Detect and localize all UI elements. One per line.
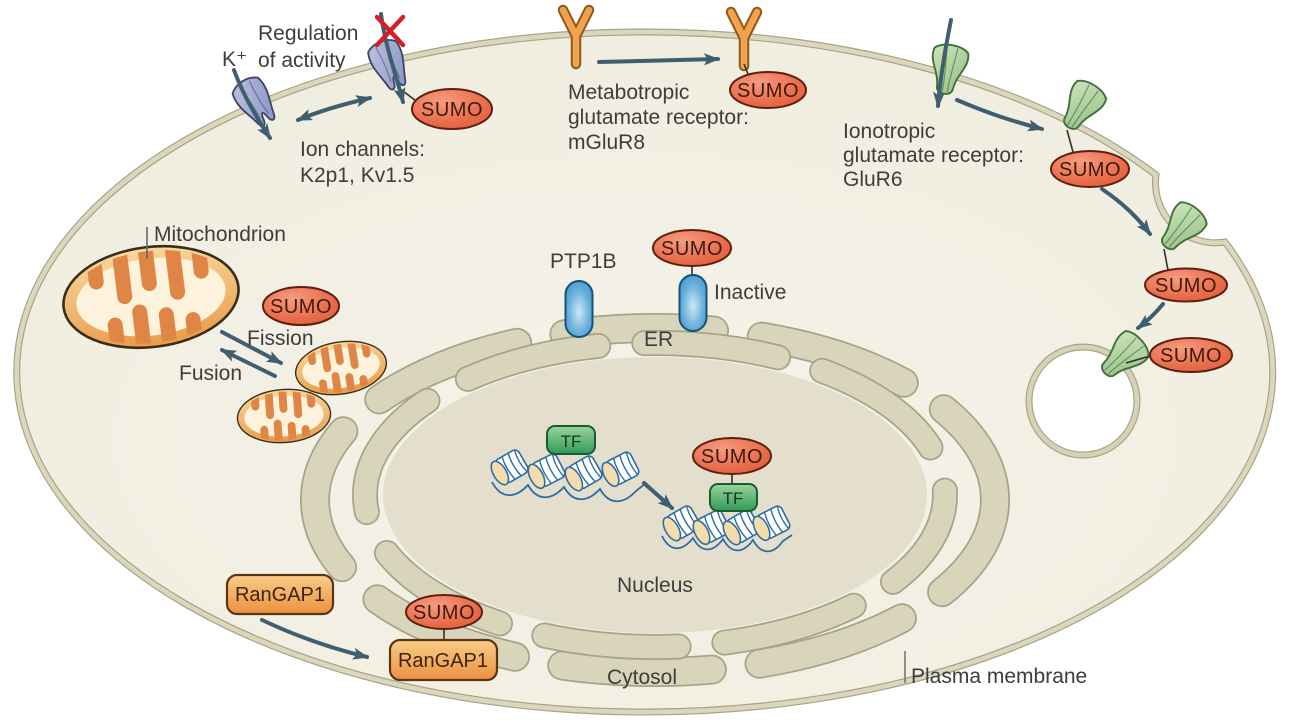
- glur6-sumoylation-arrow: [955, 98, 1044, 132]
- nucleus-label: Nucleus: [617, 574, 693, 597]
- tf-sumoylation-arrow: [642, 481, 674, 510]
- mglur8-label-line2: glutamate receptor:: [568, 106, 749, 129]
- dna-strand: [661, 534, 793, 553]
- sumo-oval-mitochondrion: [262, 286, 340, 326]
- fusion-arrow: [220, 348, 277, 378]
- sumo-oval-ion-channel: [411, 88, 493, 130]
- glur6-endocytosis-arrow: [1136, 302, 1165, 330]
- mglur8-sumoylation-arrow: [597, 53, 720, 66]
- ptp1b-protein-sumoylated: [678, 274, 708, 332]
- transcription-factor-box-sumo: [709, 483, 758, 512]
- red-x-icon: [374, 14, 406, 48]
- sumo-oval-tf: [692, 437, 772, 475]
- ion-channels-label-line2: K2p1, Kv1.5: [300, 164, 414, 187]
- transcription-factor-box: [546, 425, 596, 455]
- sumo-oval-glur6-3: [1149, 337, 1233, 373]
- er-membrane: [301, 314, 1009, 686]
- nuclear-envelope: [353, 331, 957, 659]
- rangap1-label: RanGAP1: [235, 584, 325, 606]
- sumo-glur6-link-1: [1066, 129, 1074, 153]
- k-influx-arrow: [232, 68, 272, 140]
- rangap1-box: [225, 573, 335, 616]
- dna-strand: [491, 481, 647, 503]
- regulation-label-line1: Regulation: [258, 22, 358, 45]
- sumo-glur6-link-2: [1163, 248, 1169, 271]
- arrows: [220, 12, 1165, 660]
- sumo-mglur8-link: [743, 63, 749, 75]
- rangap1-sumoylation-arrow: [260, 618, 369, 660]
- sumo-oval-mglur8: [729, 71, 807, 109]
- potassium-ion-label: K⁺: [222, 48, 247, 71]
- sumo-label: SUMO: [270, 296, 332, 318]
- sumo-label: SUMO: [1160, 345, 1222, 367]
- mglur8-label-line3: mGluR8: [568, 131, 645, 154]
- rangap1-label-sumoylated: RanGAP1: [398, 650, 488, 672]
- sumo-label: SUMO: [737, 80, 799, 102]
- cytosol-label: Cytosol: [607, 666, 677, 689]
- ion-channels-label-line1: Ion channels:: [300, 138, 425, 161]
- sumo-oval-glur6-2: [1144, 267, 1228, 303]
- regulation-label-line2: of activity: [258, 49, 346, 72]
- sumo-oval-glur6-1: [1050, 150, 1130, 188]
- glur6-label-line2: glutamate receptor:: [843, 144, 1024, 167]
- tf-label-sumoylated: TF: [723, 489, 744, 508]
- inactive-label: Inactive: [714, 281, 786, 304]
- glur6-entry-arrow: [933, 18, 953, 108]
- er-label: ER: [644, 328, 673, 351]
- chromatin-unbound: [486, 425, 647, 503]
- sumo-oval-rangap1: [405, 594, 483, 630]
- glur6-label-line1: Ionotropic: [843, 120, 935, 143]
- sumo-oval-ptp1b: [652, 229, 732, 267]
- sumo-label: SUMO: [701, 446, 763, 468]
- chromatin-sumo-bound: [658, 474, 793, 553]
- sumo-label: SUMO: [661, 238, 723, 260]
- ion-channel-exchange-arrow: [296, 95, 372, 122]
- fission-label: Fission: [247, 327, 314, 350]
- rangap1-box-sumoylated: [388, 638, 499, 682]
- fusion-label: Fusion: [179, 362, 242, 385]
- sumo-label: SUMO: [1155, 275, 1217, 297]
- sumo-ovals: SUMO SUMO SUMO SUMO SUMO SUMO SUMO SUMO …: [262, 71, 1233, 630]
- plasma-membrane-label: Plasma membrane: [911, 665, 1087, 688]
- mglur8-label-line1: Metabotropic: [568, 81, 689, 104]
- fission-arrow: [220, 330, 283, 365]
- glur6-label-line3: GluR6: [843, 168, 903, 191]
- glur6-to-pit-arrow: [1100, 187, 1152, 236]
- sumo-label: SUMO: [1059, 159, 1121, 181]
- ptp1b-label: PTP1B: [550, 250, 617, 273]
- mitochondrion-label: Mitochondrion: [154, 223, 286, 246]
- sumo-label: SUMO: [413, 602, 475, 624]
- sumo-label: SUMO: [421, 99, 483, 121]
- plasma-membrane-band: [14, 29, 1276, 715]
- ptp1b-protein: [564, 280, 594, 338]
- sumo-glur6-link-3: [1125, 355, 1151, 364]
- tf-label: TF: [561, 432, 582, 451]
